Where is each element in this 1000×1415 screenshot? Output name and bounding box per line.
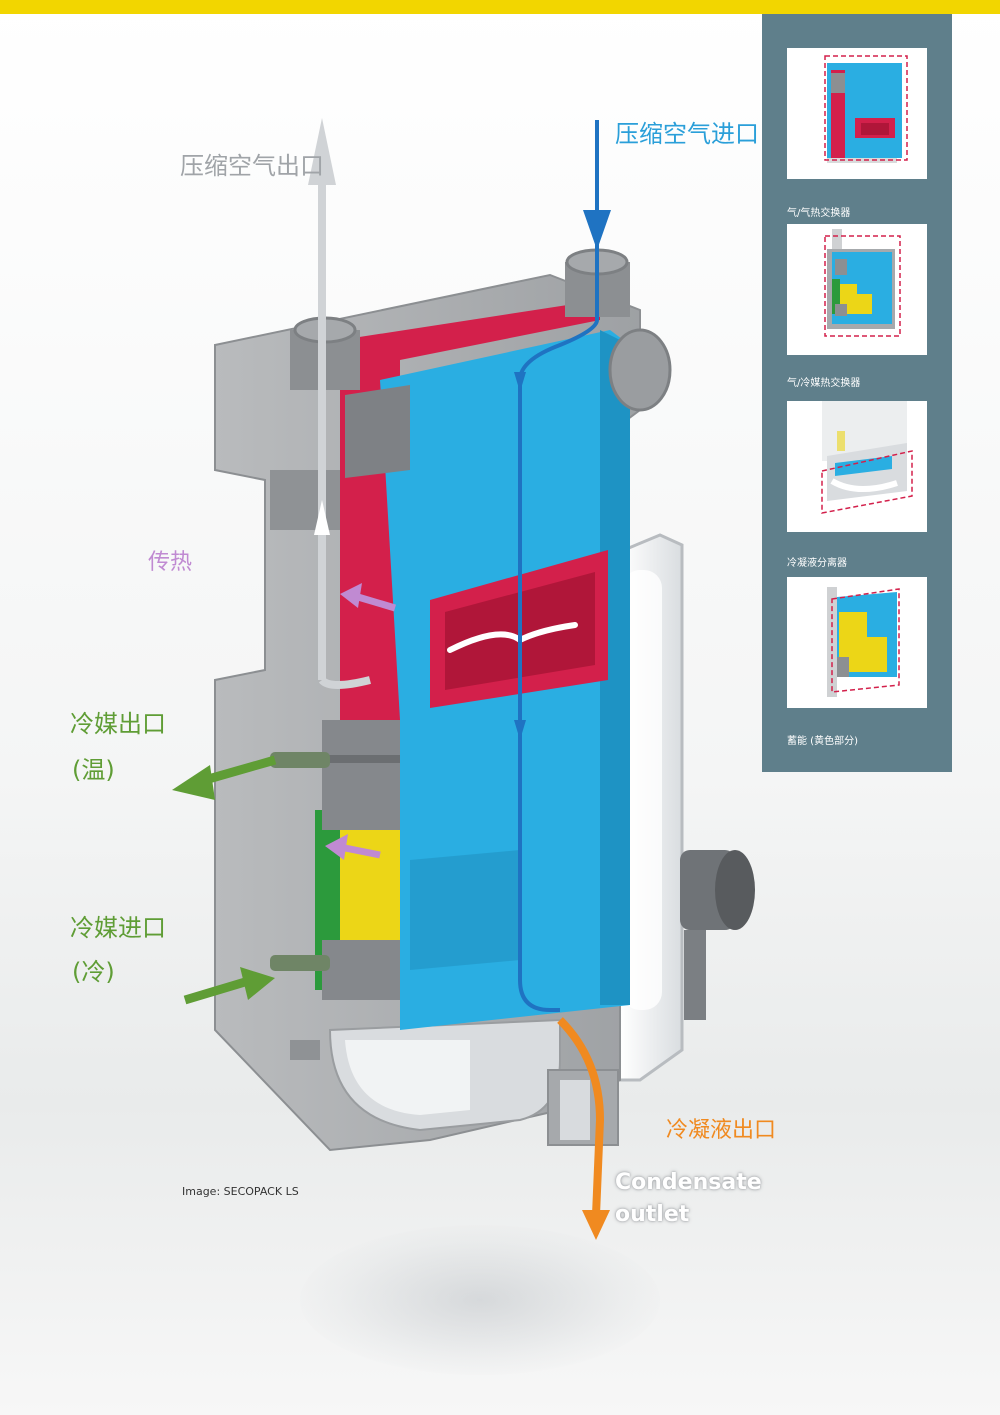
heat-transfer-arrows [325,583,396,860]
top-accent-bar [0,0,1000,14]
drain-fitting [680,850,755,1020]
thumb-caption-2: 气/冷媒热交换器 [787,378,861,389]
refrigerant-inlet-label: 冷媒进口 [70,914,166,942]
thumb-caption-4: 蓄能 (黄色部分) [787,736,858,747]
bottom-drain [547,1069,619,1146]
divider-blocks [322,385,410,1000]
floor-shadow [300,1225,660,1375]
condensate-outlet-en-line2: outlet [615,1202,690,1227]
air-outlet-label: 压缩空气出口 [180,152,324,180]
thumb-air-refrigerant-exchanger [787,224,927,355]
component-legend-panel: 气/气热交换器 气/冷媒热交换器 冷凝液分离器 [762,14,952,772]
thumb-condensate-separator [787,401,927,532]
thumb-air-air-exchanger [787,48,927,179]
thumb-caption-3: 冷凝液分离器 [787,558,847,569]
heat-transfer-label: 传热 [148,550,193,575]
refrigerant-pipes [270,752,330,971]
thumb-energy-storage [787,577,927,708]
condensate-outlet-arrow [557,1017,610,1240]
air-inlet-path [514,120,611,1012]
refrigerant-inlet-arrow [183,967,275,1005]
condensate-outlet-en-line1: Condensate [615,1170,762,1195]
refrigerant-inlet-note: (冷) [72,958,115,986]
condensate-outlet-cn-label: 冷凝液出口 [666,1118,777,1143]
image-credit: Image: SECOPACK LS [182,1185,299,1198]
air-inlet-label: 压缩空气进口 [615,120,759,148]
refrigerant-outlet-arrow [172,755,277,800]
refrigerant-outlet-label: 冷媒出口 [70,710,166,738]
air-outlet-arrow [308,118,371,689]
refrigerant-outlet-note: (温) [72,756,115,784]
thumb-caption-1: 气/气热交换器 [787,208,851,219]
